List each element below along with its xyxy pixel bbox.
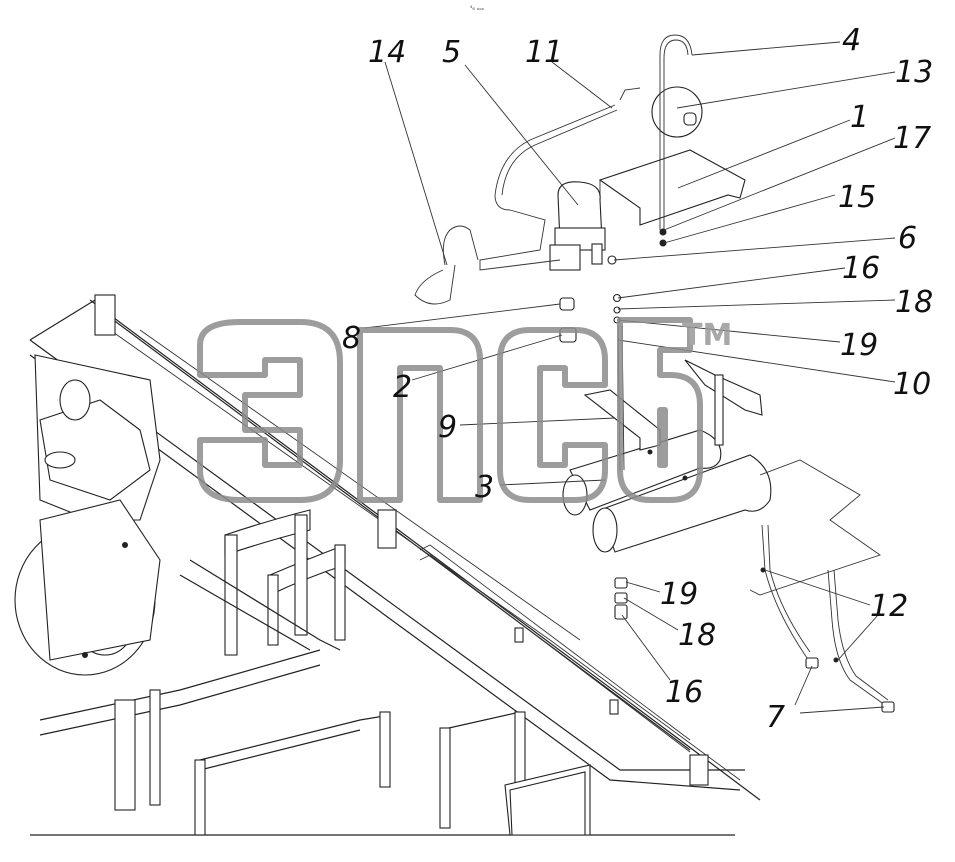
callout-9: 9 (438, 410, 457, 445)
callout-3: 3 (475, 470, 494, 505)
callout-5: 5 (442, 35, 461, 70)
callout-7: 7 (766, 700, 785, 735)
callout-1: 1 (850, 100, 869, 135)
callout-19-bottom: 19 (660, 577, 698, 612)
dryer-assembly (414, 34, 895, 713)
watermark-tm: TM (682, 318, 732, 353)
callout-11: 11 (525, 35, 563, 70)
callout-14: 14 (368, 35, 406, 70)
callout-12: 12 (870, 589, 908, 624)
callout-8: 8 (342, 321, 361, 356)
callout-17: 17 (893, 121, 931, 156)
callout-10: 10 (893, 367, 931, 402)
callout-2: 2 (393, 370, 412, 405)
leader-lines (364, 41, 896, 714)
callout-19-top: 19 (840, 328, 878, 363)
callout-16-top: 16 (842, 251, 880, 286)
callout-13: 13 (895, 55, 933, 90)
callout-4: 4 (842, 23, 861, 58)
callout-6: 6 (898, 221, 917, 256)
watermark-logo: TM (197, 317, 732, 503)
callout-16-bottom: 16 (665, 675, 703, 710)
callout-18-bottom: 18 (678, 618, 716, 653)
vehicle-frame (14, 294, 761, 836)
callout-labels: 14 5 11 4 13 1 17 15 6 16 18 19 10 8 2 9… (342, 23, 933, 735)
callout-18-top: 18 (895, 285, 933, 320)
header-mark: ⁴₆ ₒₒₒ (470, 5, 485, 12)
callout-15: 15 (838, 180, 876, 215)
